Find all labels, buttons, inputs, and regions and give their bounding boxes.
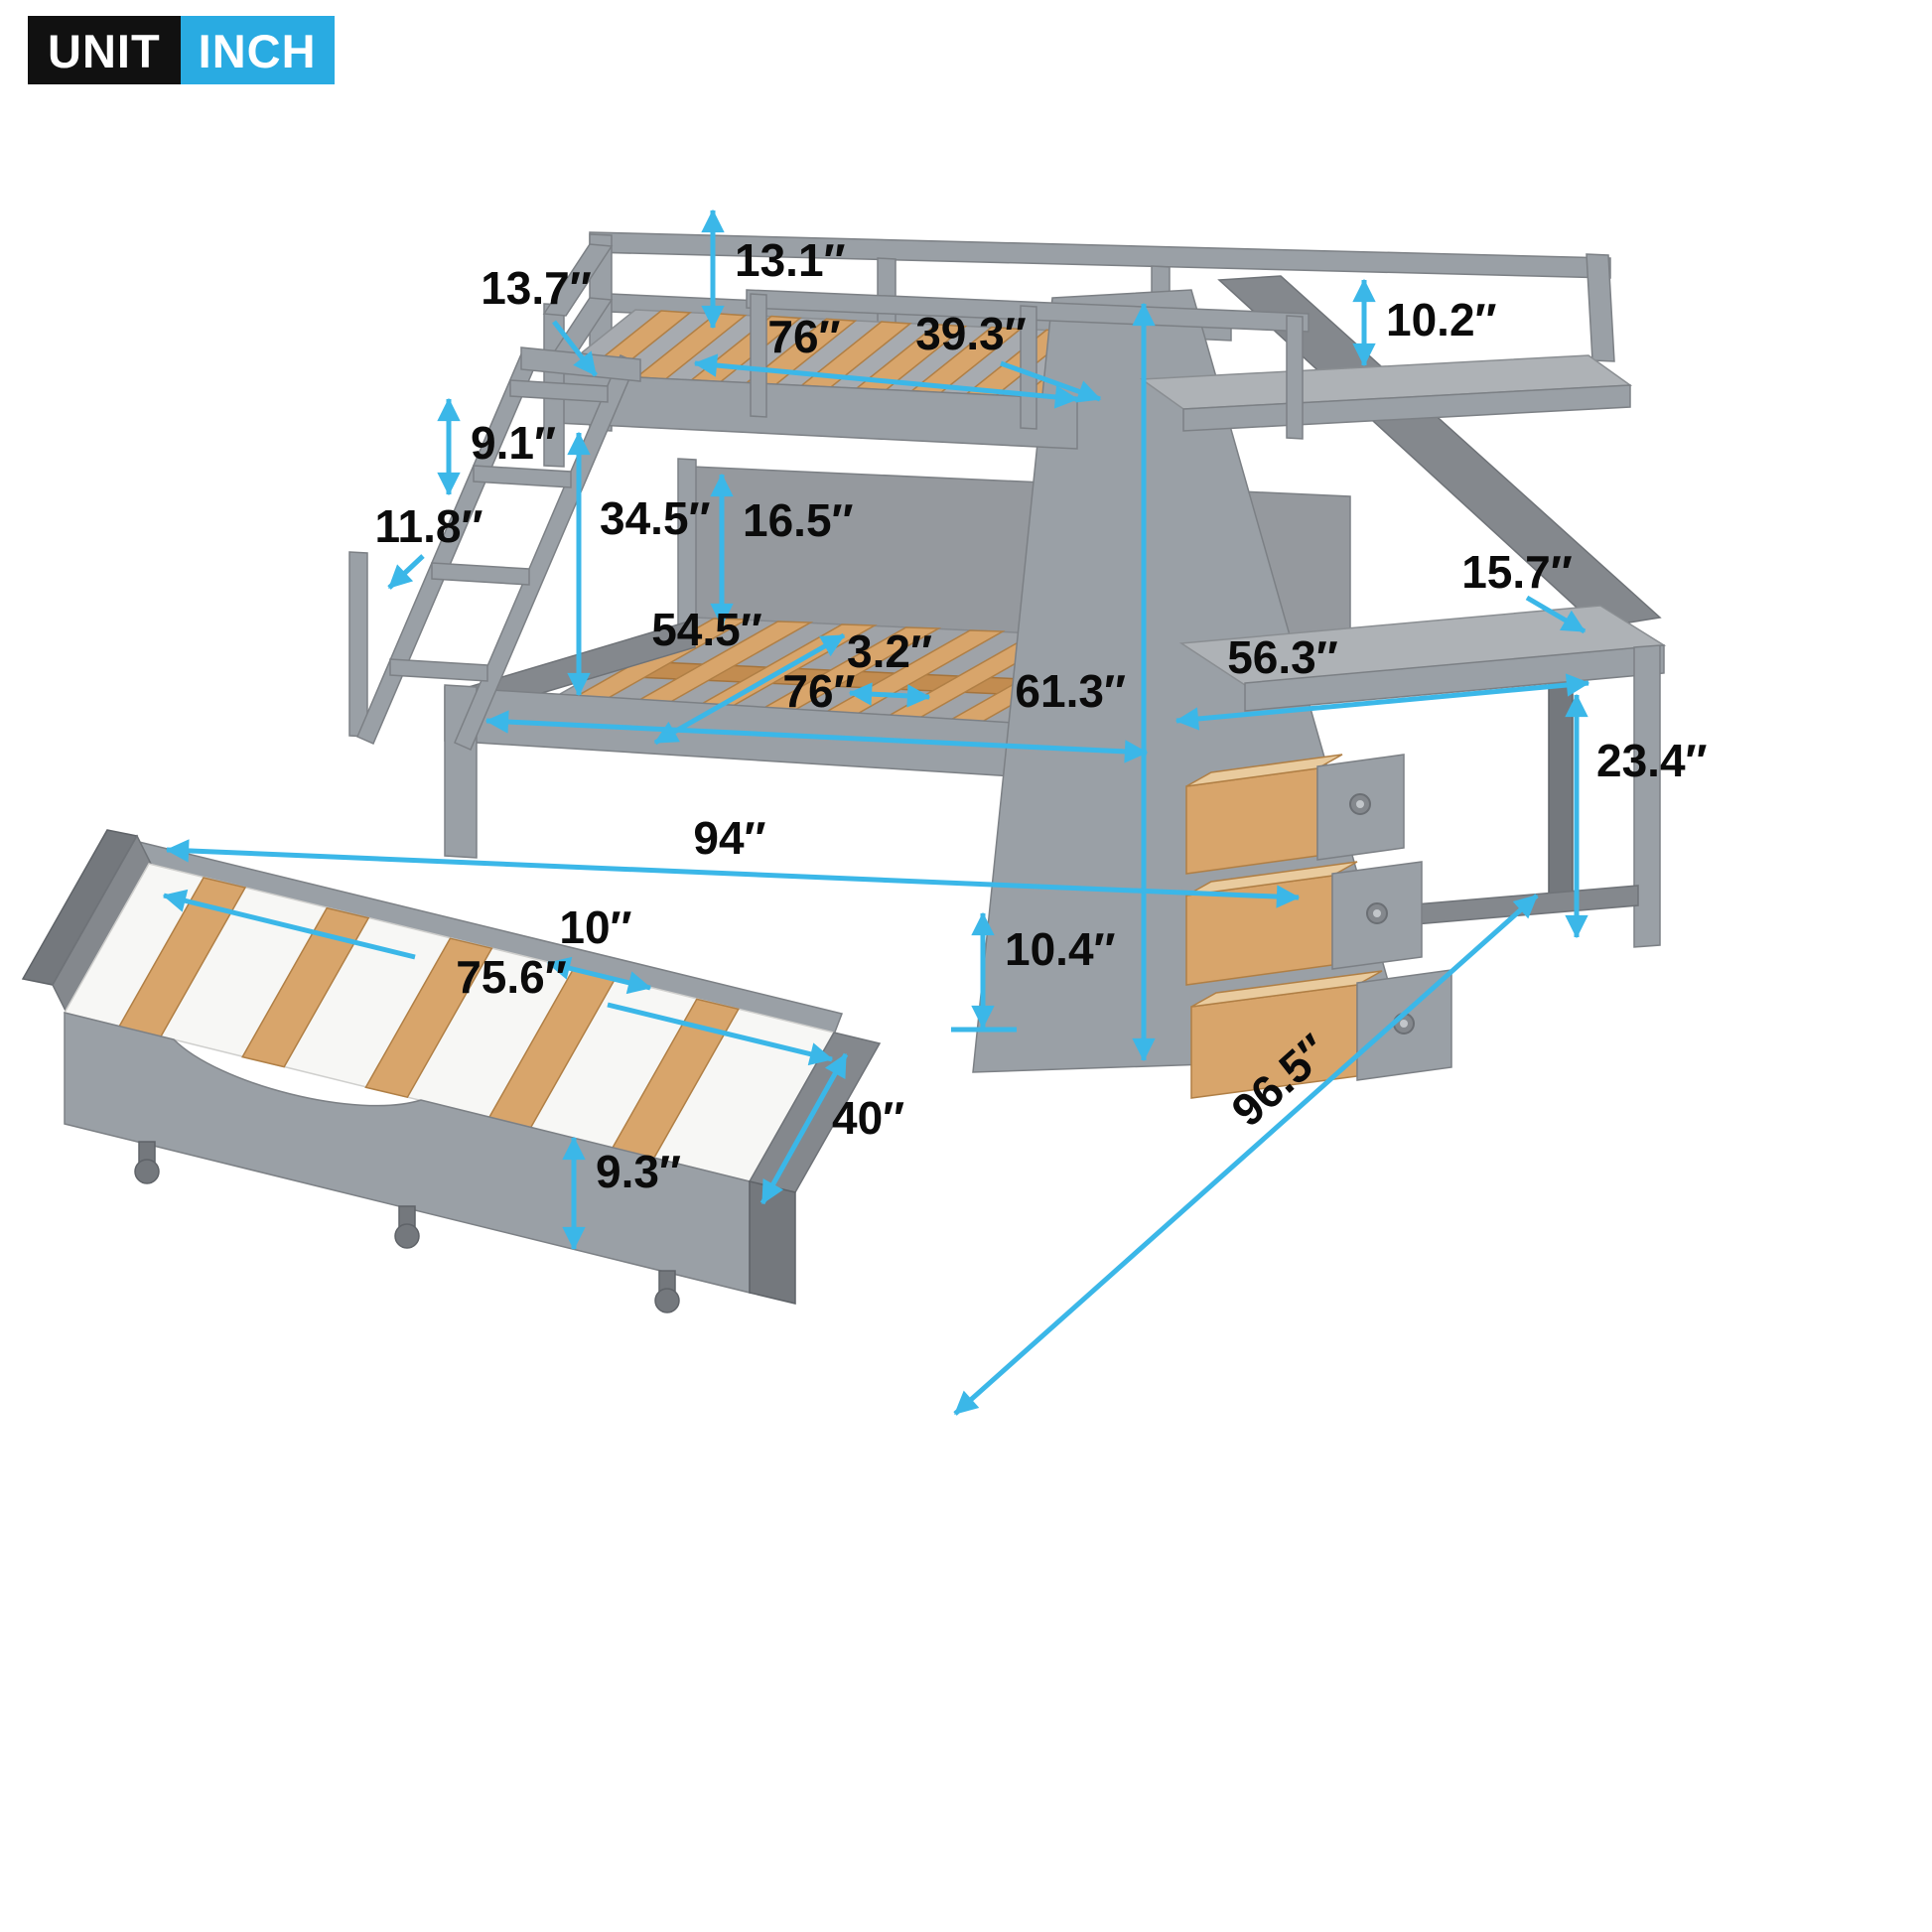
dimension-label: 76″: [767, 311, 840, 362]
dimension-label: 10.2″: [1386, 294, 1497, 345]
dimension-label: 10.4″: [1005, 923, 1116, 975]
dim-desk-depth: 15.7″: [1461, 546, 1587, 634]
caster-wheel: [134, 1159, 160, 1184]
ladder-rung: [431, 562, 530, 586]
dim-ladder-step-width: 11.8″: [374, 500, 483, 590]
caster-wheel: [394, 1223, 420, 1249]
dimension-label: 9.3″: [596, 1146, 681, 1197]
dimension-label: 39.3″: [915, 308, 1027, 359]
dim-lower-slat-gap: 3.2″: [847, 625, 932, 708]
dimension-label: 16.5″: [743, 494, 854, 546]
dim-shelf-spacing: 10.2″: [1352, 278, 1497, 367]
dimension-label: 11.8″: [374, 500, 483, 552]
unit-badge: UNIT INCH: [28, 16, 335, 84]
dim-guardrail-height: 13.1″: [701, 208, 846, 330]
dimension-label: 3.2″: [847, 625, 932, 677]
dimension-label: 40″: [832, 1092, 904, 1144]
dimension-label: 61.3″: [1015, 665, 1126, 717]
dim-top-bed-width: 39.3″: [915, 308, 1102, 403]
dimension-label: 94″: [693, 812, 765, 864]
dim-desk-height: 23.4″: [1565, 693, 1708, 939]
drawer-middle: [1185, 861, 1423, 986]
dim-lower-bed-length: 76″: [484, 665, 1149, 763]
ladder-rung: [509, 379, 609, 403]
dimension-label: 23.4″: [1596, 735, 1708, 786]
dim-top-bed-length: 76″: [693, 311, 1079, 409]
dimension-label: 76″: [782, 665, 855, 717]
dimension-label: 15.7″: [1461, 546, 1573, 598]
trundle-casters: [134, 1141, 680, 1313]
dim-lower-bed-width: 54.5″: [651, 604, 846, 746]
dimension-label: 56.3″: [1227, 631, 1338, 683]
dim-trundle-height: 9.3″: [562, 1136, 681, 1251]
dim-ladder-step-spacing: 9.1″: [437, 397, 556, 496]
dimension-label: 13.1″: [735, 234, 846, 286]
dimension-label: 75.6″: [456, 951, 567, 1003]
unit-label: UNIT: [28, 16, 181, 84]
dim-overall-length: 94″: [165, 812, 1301, 908]
dim-bunk-clearance: 34.5″: [567, 431, 711, 697]
ladder: [348, 346, 641, 751]
ladder-rung: [473, 465, 572, 488]
dim-lower-rail-height: 16.5″: [710, 473, 854, 627]
trundle-bed: [21, 829, 882, 1313]
dim-top-rail-side: 13.7″: [481, 262, 598, 377]
dimension-label: 10″: [559, 901, 631, 953]
caster-wheel: [654, 1288, 680, 1313]
inch-label: INCH: [180, 16, 335, 84]
dimension-label: 13.7″: [481, 262, 592, 314]
dimension-label: 9.1″: [471, 417, 556, 469]
dim-desk-length: 56.3″: [1174, 631, 1590, 731]
dim-trundle-width: 40″: [759, 1052, 904, 1205]
drawer-top: [1185, 754, 1405, 875]
dimension-label: 34.5″: [600, 492, 711, 544]
dim-trundle-slat-gap: 10″: [546, 901, 652, 995]
dimension-label: 54.5″: [651, 604, 762, 655]
ladder-rung: [389, 658, 488, 682]
dim-trundle-length: 75.6″: [162, 889, 834, 1066]
